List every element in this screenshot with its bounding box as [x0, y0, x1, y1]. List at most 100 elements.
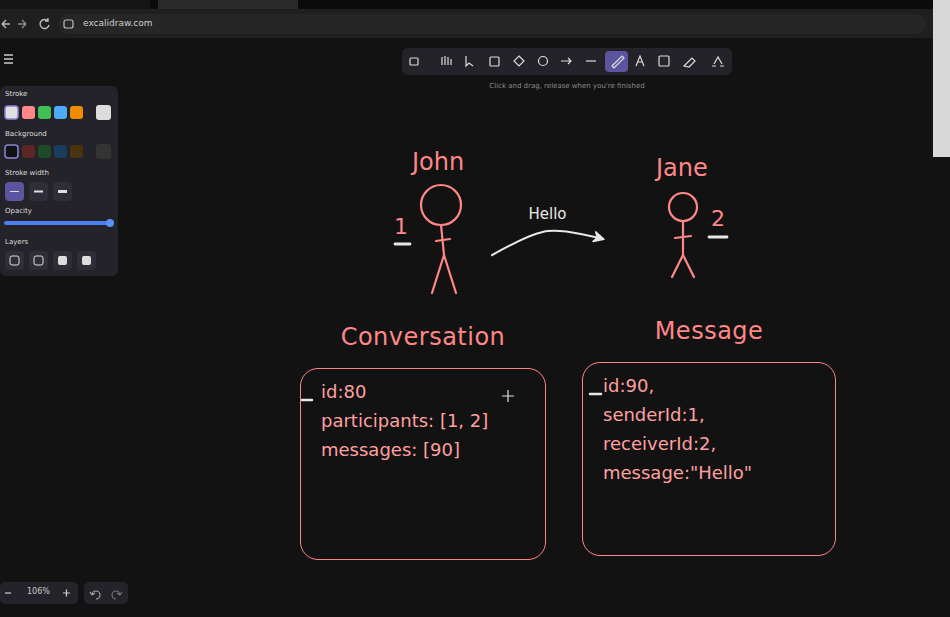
box-heading: Conversation — [301, 323, 545, 352]
selection-mark — [590, 393, 601, 396]
message-arrow — [492, 231, 603, 255]
swatch — [22, 106, 35, 119]
active-tool — [605, 51, 628, 72]
ellipse-icon — [539, 57, 548, 66]
field-line: message:"Hello" — [603, 462, 752, 484]
selection-mark — [302, 399, 312, 402]
button-icon — [58, 190, 67, 193]
person-name: John — [412, 148, 464, 177]
swatch — [96, 105, 111, 120]
slider-knob — [106, 219, 114, 227]
button — [53, 251, 72, 270]
underline-mark — [395, 243, 410, 246]
stick-figure: John 1 — [390, 140, 490, 300]
swatch — [54, 145, 67, 158]
scrollbar — [933, 0, 950, 157]
field-line: participants: [1, 2] — [321, 410, 488, 432]
toolbar — [402, 48, 732, 75]
figure-head — [669, 193, 697, 221]
button-icon — [58, 256, 67, 265]
forward-icon — [18, 20, 26, 28]
redo-icon — [112, 591, 122, 599]
panel-heading: Layers — [5, 238, 28, 246]
swatch — [54, 106, 67, 119]
active-tab — [158, 0, 298, 9]
button — [77, 251, 96, 270]
hand-icon — [442, 56, 451, 65]
zoom-out-icon — [5, 592, 11, 593]
field-line: senderId:1, — [603, 404, 705, 426]
swatch — [38, 145, 51, 158]
swatch — [70, 106, 83, 119]
swatch — [70, 145, 83, 158]
pencil-icon — [612, 56, 624, 68]
zoom-control — [0, 582, 78, 604]
box-heading: Message — [583, 317, 835, 346]
tool-icons — [612, 56, 724, 68]
properties-panel — [0, 86, 118, 276]
entity-box: Messageid:90,senderId:1,receiverId:2,mes… — [582, 362, 836, 556]
zoom-level: 106% — [27, 587, 50, 597]
figure-limb — [432, 255, 444, 293]
url-text: excalidraw.com — [83, 18, 153, 29]
image-icon — [659, 56, 669, 66]
button-icon — [10, 256, 19, 265]
undo-icon — [90, 591, 100, 599]
button-icon — [34, 191, 43, 193]
figure-limb — [675, 236, 691, 238]
opacity-slider — [6, 221, 110, 225]
person-id: 2 — [711, 206, 725, 232]
swatch — [5, 145, 18, 158]
layer-buttons — [5, 251, 96, 270]
field-line: messages: [90] — [321, 439, 460, 461]
figure-limb — [436, 239, 450, 241]
panel-heading: Opacity — [5, 207, 32, 215]
back-icon — [2, 20, 10, 28]
line-icon — [586, 60, 596, 61]
button — [29, 182, 48, 201]
cursor-crosshair — [502, 390, 514, 402]
field-line: id:80 — [321, 381, 366, 403]
eraser-icon — [684, 58, 695, 67]
button — [53, 182, 72, 201]
swatch — [96, 144, 111, 159]
diamond-icon — [514, 56, 524, 66]
inactive-tab — [0, 0, 150, 9]
button — [5, 182, 24, 201]
swatch — [38, 106, 51, 119]
panel-heading: Stroke — [5, 90, 27, 98]
omnibox — [58, 14, 926, 34]
panel-heading: Background — [5, 130, 47, 138]
more-tools-icon — [712, 57, 724, 66]
hint-text: Click and drag, release when you're fini… — [489, 82, 644, 90]
select-icon — [466, 56, 473, 66]
stick-figure: Jane2 — [605, 150, 735, 285]
swatch — [22, 145, 35, 158]
figure-limb — [672, 255, 683, 277]
background-swatches — [5, 144, 111, 159]
rectangle-icon — [490, 57, 499, 66]
lock-icon — [410, 58, 418, 65]
button — [29, 251, 48, 270]
site-icon — [64, 20, 73, 28]
person-name: Jane — [656, 154, 708, 183]
swatch — [5, 106, 18, 119]
field-line: id:90, — [603, 375, 654, 397]
undo-redo-control — [84, 582, 128, 604]
edge-label: Hello — [526, 205, 568, 223]
zoom-in-icon — [63, 590, 70, 597]
address-bar — [0, 9, 950, 38]
button — [5, 251, 24, 270]
menu-icon — [4, 55, 13, 63]
field-line: receiverId:2, — [603, 433, 716, 455]
entity-box: Conversationid:80participants: [1, 2]mes… — [300, 368, 546, 560]
figure-head — [421, 185, 461, 225]
underline-mark — [709, 236, 727, 239]
figure-limb — [683, 255, 694, 277]
button-icon — [34, 256, 43, 265]
button-icon — [10, 191, 19, 192]
button-icon — [82, 256, 91, 265]
person-id: 1 — [394, 214, 408, 240]
